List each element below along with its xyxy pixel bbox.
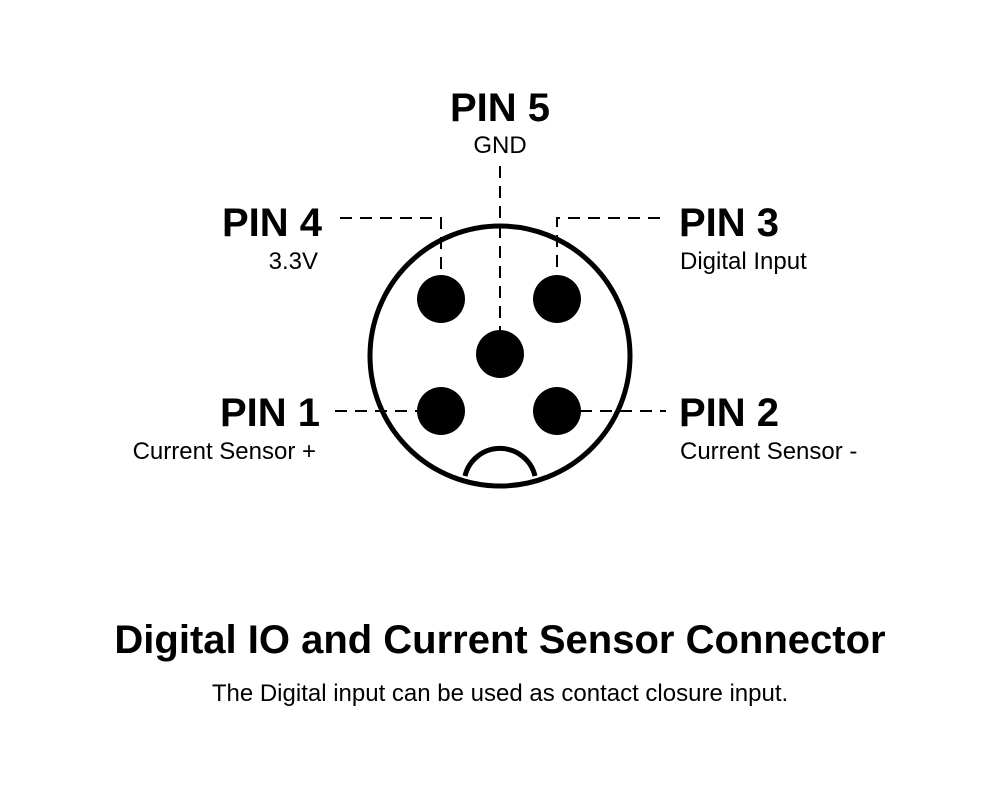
pin3-leader-line xyxy=(556,217,660,270)
connector-outline xyxy=(367,223,633,489)
pin3-function: Digital Input xyxy=(680,248,807,275)
pin3-label: PIN 3 xyxy=(679,201,780,245)
pin5-contact xyxy=(476,330,524,378)
diagram-title: Digital IO and Current Sensor Connector xyxy=(114,618,886,662)
pin4-label: PIN 4 xyxy=(221,201,322,245)
pin4-contact xyxy=(417,275,465,323)
pin4-leader-line xyxy=(340,217,442,270)
connector-key-notch xyxy=(462,445,538,477)
pin1-contact xyxy=(417,387,465,435)
pin1-label: PIN 1 xyxy=(219,391,320,435)
pin2-label: PIN 2 xyxy=(679,391,780,435)
pin5-function: GND xyxy=(473,132,527,159)
pin5-label: PIN 5 xyxy=(449,86,551,130)
pin3-contact xyxy=(533,275,581,323)
pin4-function: 3.3V xyxy=(268,248,318,275)
pin2-function: Current Sensor - xyxy=(680,438,858,465)
diagram-subtitle: The Digital input can be used as contact… xyxy=(211,680,789,707)
pin1-function: Current Sensor + xyxy=(132,438,316,465)
pin2-contact xyxy=(533,387,581,435)
